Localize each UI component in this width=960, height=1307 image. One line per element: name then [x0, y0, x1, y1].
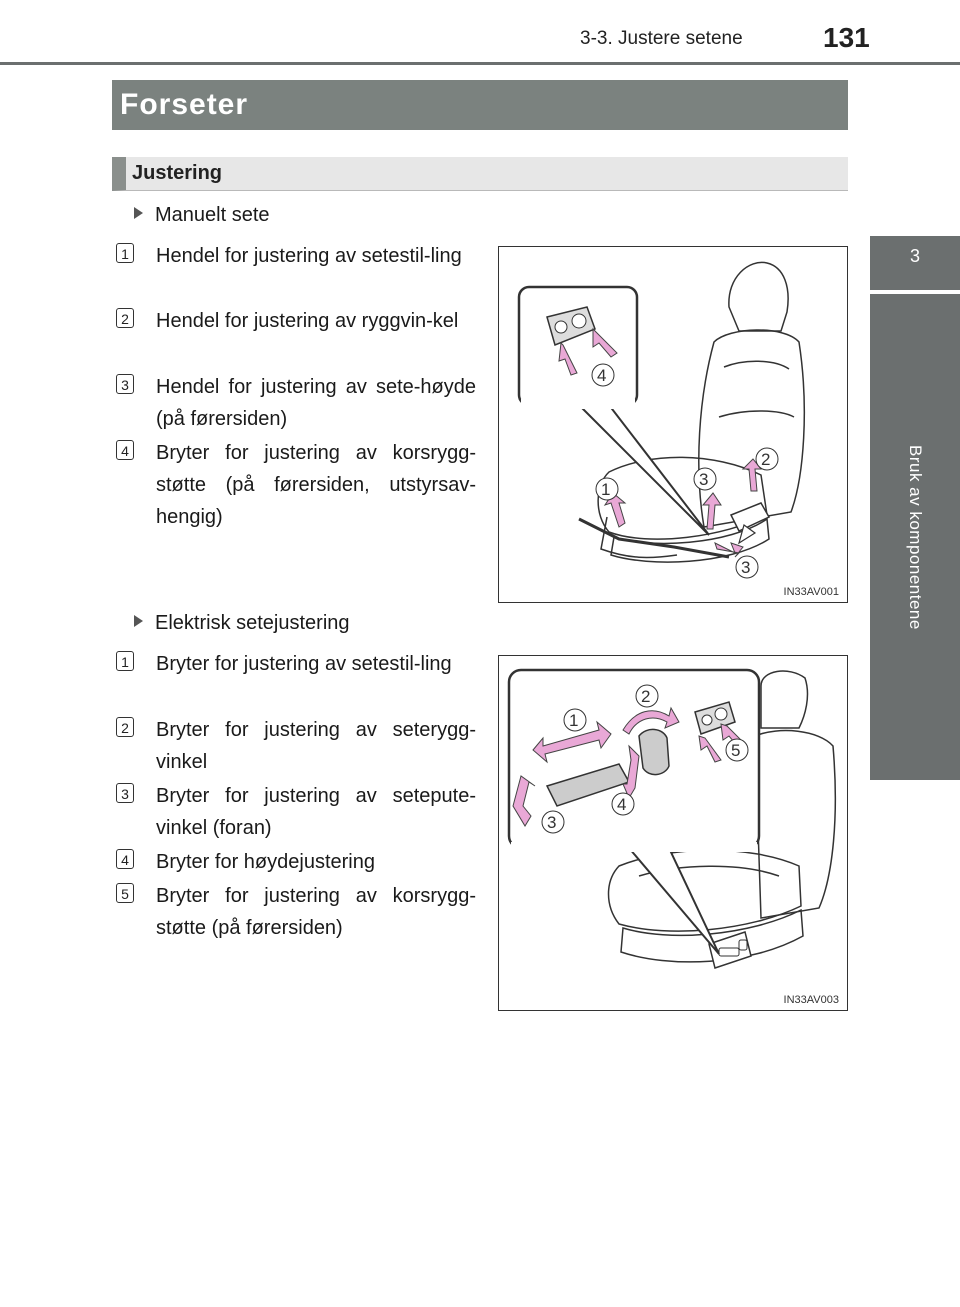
item-text: Hendel for justering av sete-høyde (på f… — [156, 376, 476, 430]
chapter-title: Bruk av komponentene — [906, 444, 925, 630]
page-number: 131 — [823, 22, 870, 53]
item-number: 5 — [116, 883, 134, 903]
electric-heading: Elektrisk setejustering — [134, 612, 350, 635]
callout-label: 4 — [617, 795, 626, 814]
electric-seat-figure: 2 1 5 4 3 IN33AV003 — [498, 655, 848, 1011]
item-text: Hendel for justering av ryggvin-kel — [156, 310, 459, 332]
subsection-banner: Justering — [112, 157, 848, 191]
header-section-title: 3-3. Justere setene — [580, 28, 743, 49]
callout-label: 3 — [547, 813, 556, 832]
item-number: 3 — [116, 783, 134, 803]
section-title: Forseter — [112, 80, 848, 130]
chapter-bar — [870, 294, 960, 780]
callout-label: 1 — [601, 480, 610, 499]
bullet-triangle-icon — [134, 615, 143, 627]
manual-seat-figure: 4 2 3 1 3 IN33AV001 — [498, 246, 848, 603]
callout-label: 5 — [731, 741, 740, 760]
item-number: 3 — [116, 374, 134, 394]
subsection-title: Justering — [132, 162, 223, 184]
item-number: 4 — [116, 849, 134, 869]
chapter-number: 3 — [909, 246, 920, 266]
item-number: 2 — [116, 308, 134, 328]
item-text: Bryter for justering av setepute-vinkel … — [156, 785, 476, 839]
callout-label: 1 — [569, 711, 578, 730]
item-number: 1 — [116, 651, 134, 671]
item-text: Hendel for justering av setestil-ling — [156, 245, 462, 267]
electric-seat-illustration: 2 1 5 4 3 — [507, 668, 837, 969]
item-text: Bryter for høydejustering — [156, 851, 375, 873]
item-number: 1 — [116, 243, 134, 263]
chapter-tab: 3 — [870, 236, 960, 290]
item-text: Bryter for justering av seterygg-vinkel — [156, 719, 476, 773]
item-text: Bryter for justering av korsrygg-støtte … — [156, 442, 476, 528]
callout-label: 3 — [699, 470, 708, 489]
callout-label: 2 — [641, 687, 650, 706]
item-number: 4 — [116, 440, 134, 460]
item-text: Bryter for justering av korsrygg-støtte … — [156, 885, 476, 939]
callout-label: 4 — [597, 366, 606, 385]
callout-label: 3 — [741, 558, 750, 577]
manual-seat-illustration: 4 2 3 1 3 — [517, 261, 806, 579]
manual-heading: Manuelt sete — [134, 204, 270, 227]
bullet-triangle-icon — [134, 207, 143, 219]
chapter-label: Bruk av komponentene — [870, 294, 960, 780]
item-number: 2 — [116, 717, 134, 737]
item-text: Bryter for justering av setestil-ling — [156, 653, 452, 675]
figure-code: IN33AV001 — [783, 586, 839, 598]
header-rule — [0, 62, 960, 65]
figure-code: IN33AV003 — [783, 994, 839, 1006]
callout-label: 2 — [761, 450, 770, 469]
